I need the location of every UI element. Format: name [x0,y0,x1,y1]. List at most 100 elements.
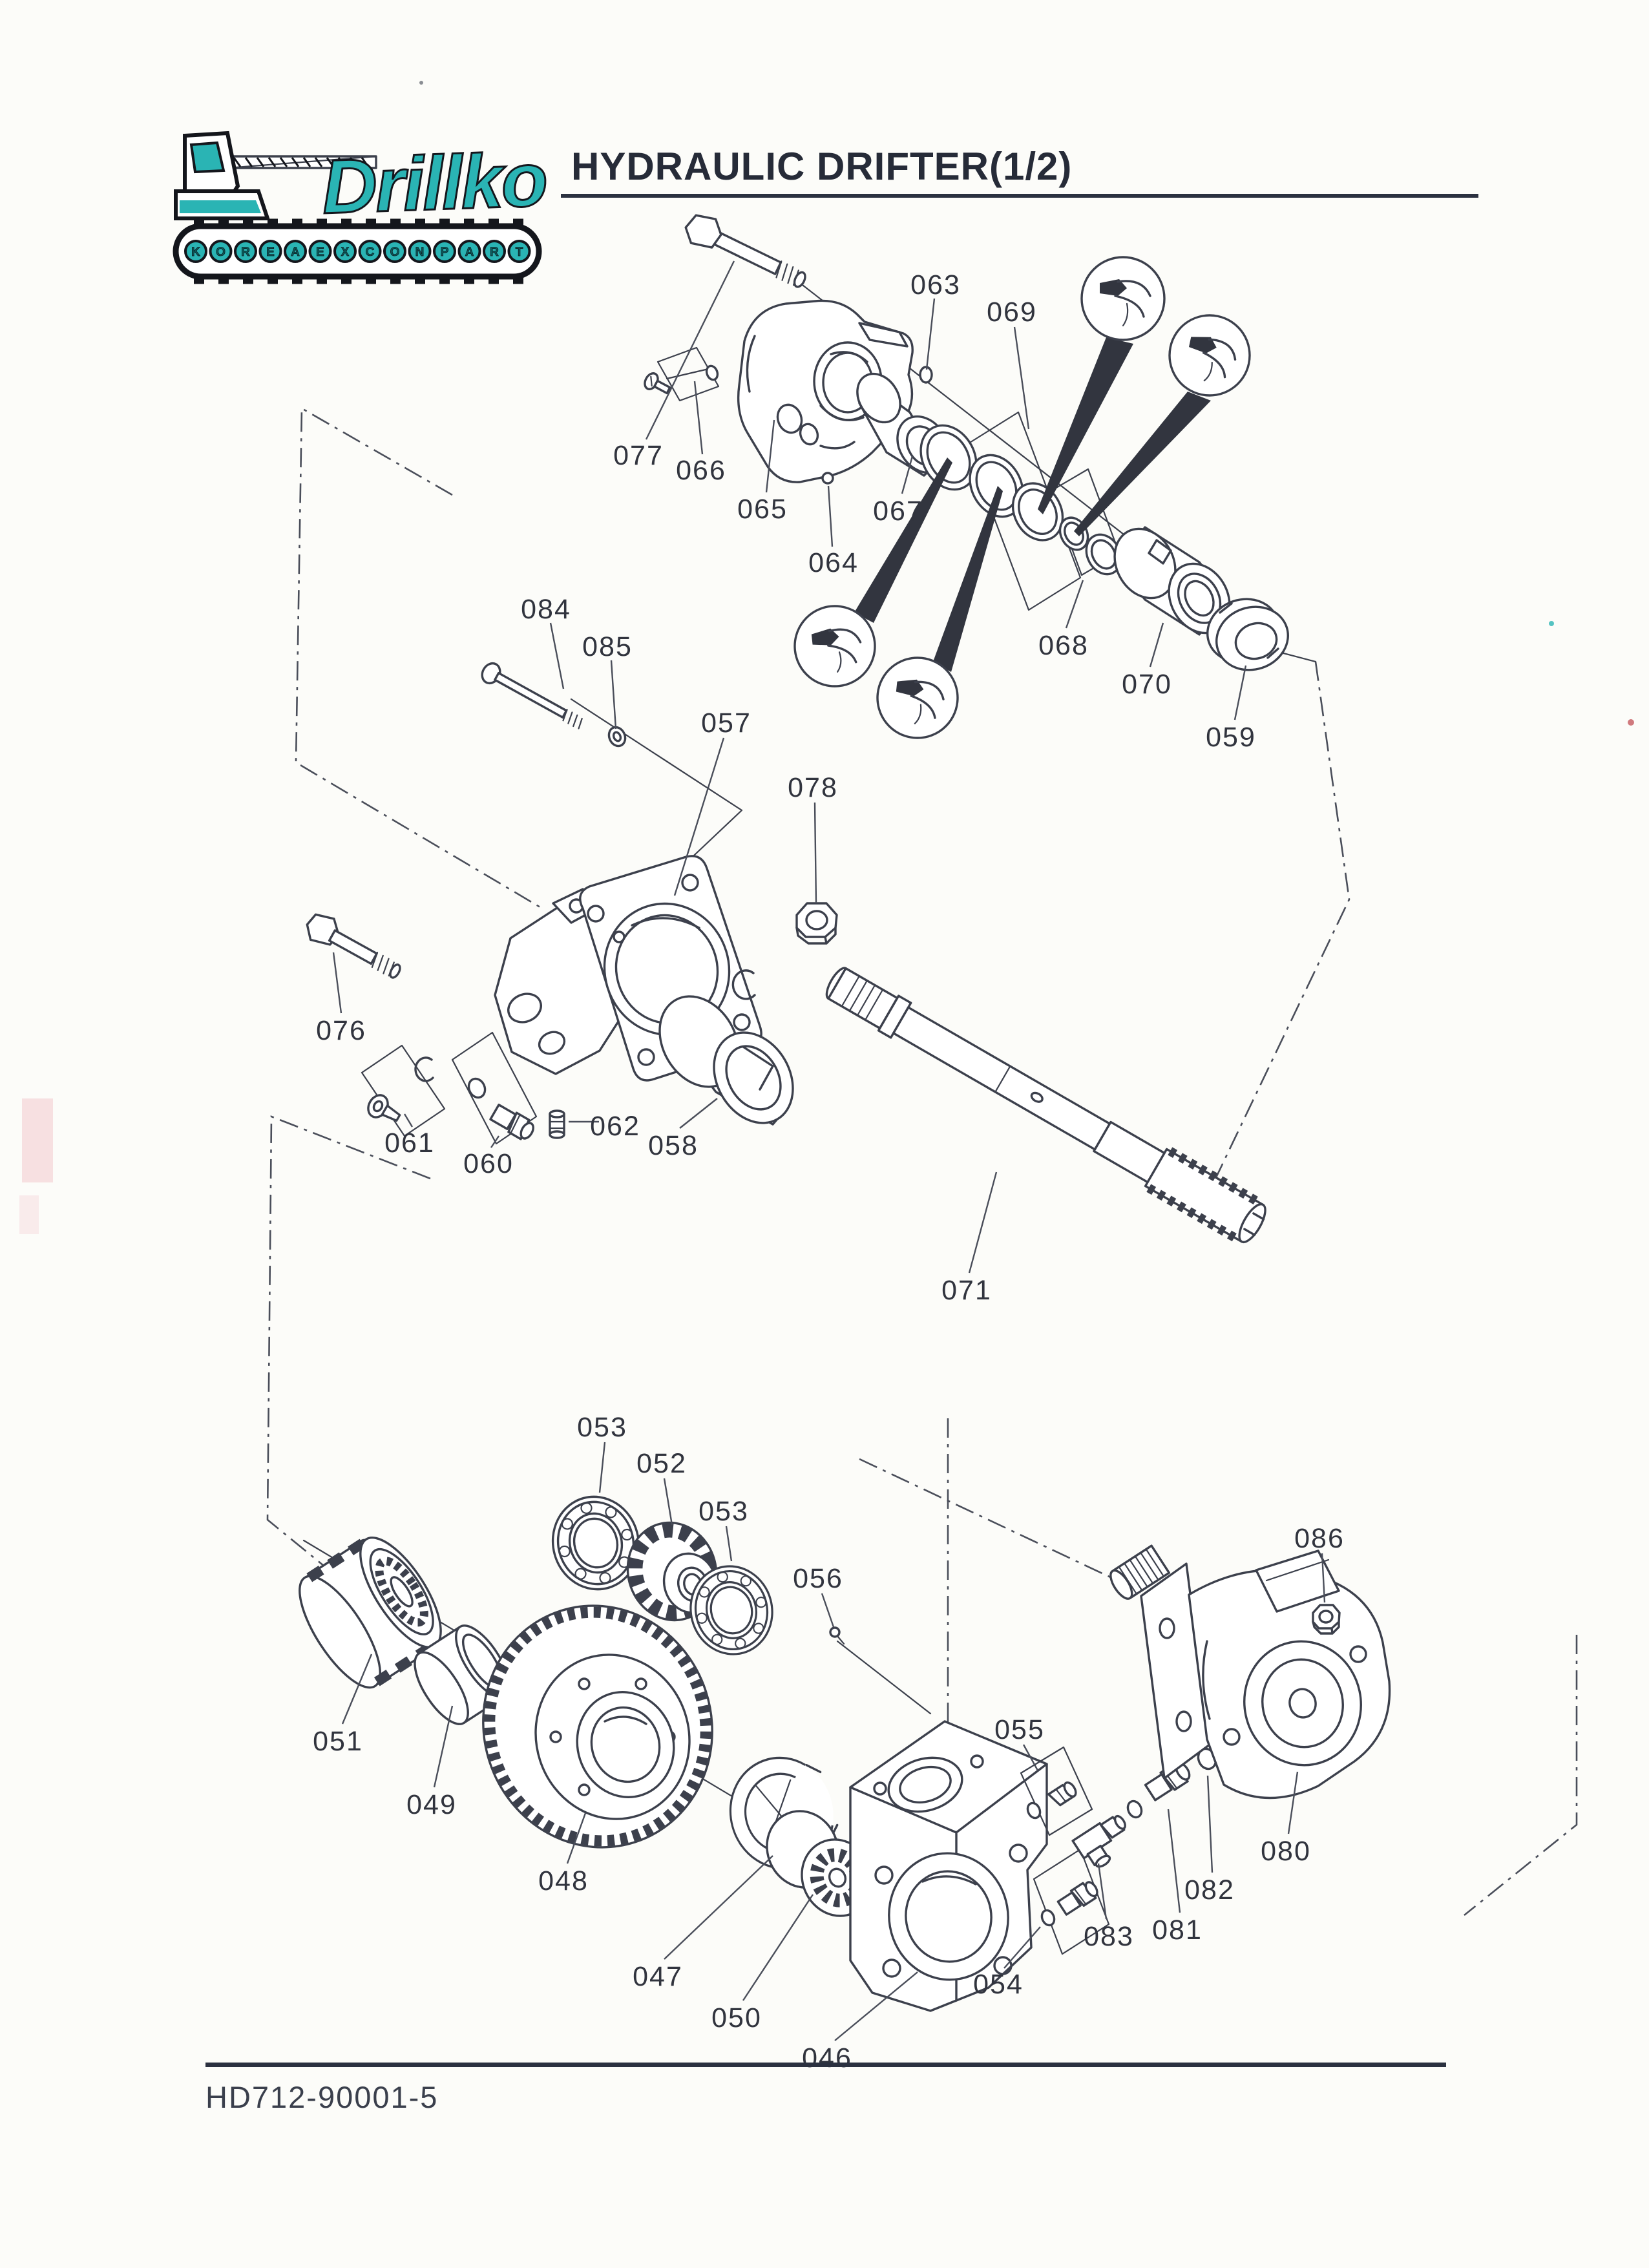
part-label-085-11: 085 [582,631,633,662]
exploded-diagram: 0630690770660650670640680700590840850570… [266,214,1578,2074]
track-wheel-icon [433,240,456,263]
leader-line-066 [693,381,704,455]
part-snap-ring [731,969,756,1000]
leader-line-076 [332,952,342,1014]
track-wheel-icon [483,240,506,263]
part-label-056-23: 056 [793,1563,843,1594]
logo-cab-icon [174,131,271,220]
leader-line-065 [765,419,775,493]
leader-line-046 [834,1971,918,2041]
part-label-070-8: 070 [1122,669,1172,700]
part-062-plug [549,1109,565,1139]
track-wheel-icon [507,240,531,263]
track-wheel-icon [383,240,406,263]
leader-line-064 [827,485,834,547]
part-080-motor [1109,1544,1391,1800]
part-label-066-3: 066 [676,455,726,486]
seal-ring [969,454,1024,518]
part-069-seal-set [919,411,1122,611]
track-wheel-icon [209,240,233,263]
part-058-sleeve [658,995,794,1126]
leader-line-056 [821,1593,835,1628]
part-label-061-15: 061 [384,1128,435,1159]
leader-line-071 [968,1171,998,1274]
part-label-050-29: 050 [711,2002,762,2033]
track-letter: A [291,246,300,259]
phantom-lines [266,406,1578,1916]
part-label-063-0: 063 [910,269,961,300]
track-letter: O [216,246,226,259]
track-letter: N [415,246,425,259]
part-084-stud [481,662,583,730]
part-label-049-26: 049 [406,1789,457,1820]
part-055-plug [1020,1746,1093,1836]
part-label-086-24: 086 [1294,1523,1345,1554]
part-086-nut [1312,1604,1341,1635]
part-label-055-31: 055 [994,1714,1045,1745]
part-048-gear [482,1604,713,1849]
part-label-064-6: 064 [808,547,859,578]
track-letter: K [191,246,200,259]
track-letter: R [241,246,250,259]
part-label-060-16: 060 [463,1148,514,1179]
track-letter: P [441,246,449,259]
part-label-069-1: 069 [987,297,1037,328]
part-053-bearing [551,1495,640,1591]
track-letter: R [490,246,499,259]
leader-line-061 [403,1113,414,1128]
part-label-053-20: 053 [577,1412,627,1443]
track-wheel-icon [234,240,257,263]
part-label-046-30: 046 [802,2042,852,2074]
seal-ring [919,424,978,491]
part-rear-housing [494,888,647,1075]
track-wheel-icon [333,240,357,263]
leader-line-086 [1321,1553,1326,1603]
part-060-fitting [451,1031,538,1145]
logo-wordmark: Drillko [320,137,547,230]
part-label-078-13: 078 [788,772,838,803]
track-wheel-icon [258,240,282,263]
part-label-083-33: 083 [1084,1921,1134,1952]
part-label-048-27: 048 [538,1865,589,1896]
part-054-fitting [1033,1848,1110,1955]
leader-line-084 [549,622,565,689]
track-wheel-icon [308,240,332,263]
magnifier-circle [1168,314,1251,397]
leader-line-051 [341,1654,373,1725]
leader-line-085 [610,660,617,730]
scan-speckles [19,81,1634,1234]
track-wheel-icon [408,240,432,263]
track-letter: C [366,246,375,259]
track-wheel-icon [358,240,382,263]
part-083-elbow-fitting [1071,1800,1143,1868]
part-label-057-12: 057 [701,708,751,739]
part-label-077-2: 077 [613,440,664,471]
part-label-062-17: 062 [590,1111,640,1142]
part-label-071-19: 071 [941,1275,992,1306]
part-078-nut [795,902,838,945]
part-label-080-36: 080 [1261,1836,1311,1867]
title-underline [561,194,1478,198]
part-label-065-4: 065 [737,494,788,525]
track-letter: X [341,246,350,259]
part-053-bearing [689,1565,773,1655]
track-letter: E [266,246,275,259]
leader-line-055 [1022,1744,1039,1771]
part-label-068-7: 068 [1038,630,1089,661]
leader-line-070 [1149,622,1164,667]
leader-line-058 [679,1098,718,1129]
part-066-screw [644,346,720,402]
track-wheel-icon [457,240,481,263]
leader-line-060 [490,1135,499,1148]
part-063-oring [919,366,933,384]
part-label-081-34: 081 [1152,1915,1203,1946]
footer-rule [205,2063,1446,2067]
track-letter: A [465,246,474,259]
part-071-shaft [825,967,1266,1244]
leader-line-077 [645,260,735,440]
leader-line-053 [598,1442,606,1493]
leader-line-068 [1065,580,1084,629]
part-label-047-28: 047 [633,1961,683,1992]
part-label-051-25: 051 [313,1726,363,1757]
